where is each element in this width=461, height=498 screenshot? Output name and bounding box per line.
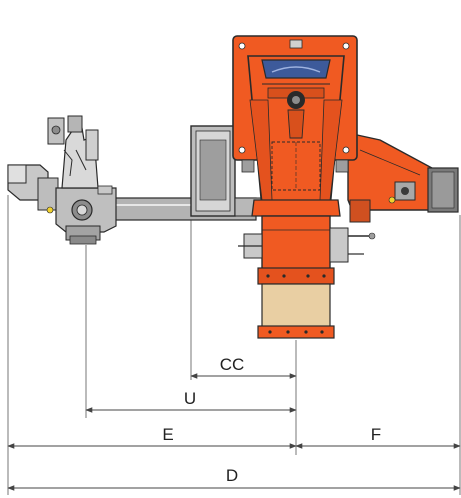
yellow-indicator-left xyxy=(46,206,54,214)
dimension-lines xyxy=(7,373,461,491)
dimension-label-d: D xyxy=(226,466,238,485)
tan-sleeve xyxy=(261,283,331,329)
dimension-label-cc: CC xyxy=(220,355,245,374)
blast-tube xyxy=(238,215,376,339)
air-box xyxy=(347,132,459,223)
dimension-label-u: U xyxy=(184,389,196,408)
gas-train xyxy=(7,115,257,245)
dimension-label-f: F xyxy=(371,425,381,444)
burner-body xyxy=(232,35,358,217)
dimension-label-e: E xyxy=(162,425,173,444)
yellow-indicator-right xyxy=(388,196,396,204)
mounting-flange xyxy=(190,125,266,217)
